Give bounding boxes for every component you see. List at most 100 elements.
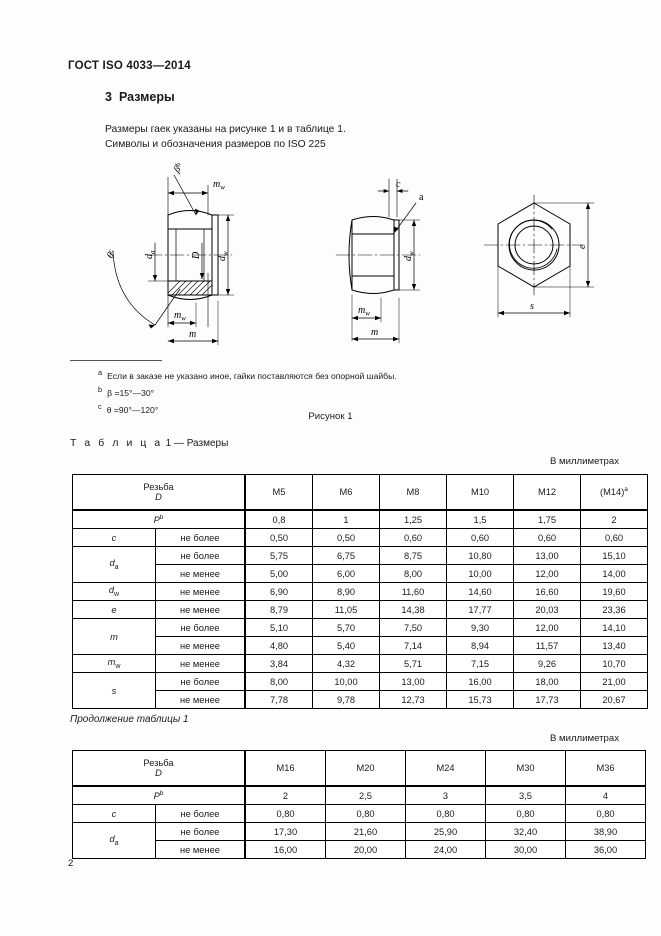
cell: 18,00 — [513, 672, 581, 691]
cell: 9,26 — [513, 654, 581, 673]
label-e: e — [577, 244, 588, 249]
cell: 14,10 — [580, 618, 648, 637]
cell: 13,40 — [580, 636, 648, 655]
symbol-p-note: b — [159, 789, 164, 797]
cell: 7,78 — [244, 690, 313, 709]
cell: 30,00 — [485, 840, 566, 859]
table-2-title: Продолжение таблицы 1 — [70, 714, 189, 725]
cell: 10,00 — [446, 564, 514, 583]
label-s: s — [530, 301, 534, 312]
cell: 3,84 — [244, 654, 313, 673]
table-1-row-s-label: s — [72, 672, 156, 709]
cell: 17,77 — [446, 600, 514, 619]
intro-paragraph: Размеры гаек указаны на рисунке 1 и в та… — [105, 123, 346, 152]
qualifier: не более — [155, 804, 246, 823]
cell: 0,50 — [244, 528, 313, 547]
cell: 0,50 — [312, 528, 380, 547]
qualifier: не более — [155, 528, 246, 547]
qualifier: не менее — [155, 600, 246, 619]
footnote-c-marker: c — [98, 402, 102, 412]
table-1-units: В миллиметрах — [549, 456, 619, 467]
table-2-header-thread-symbol: D — [155, 768, 162, 778]
cell: 19,60 — [580, 582, 648, 601]
label-D: D — [191, 251, 202, 260]
symbol-sub-a: a — [114, 839, 119, 847]
table-row: dw не менее 6,90 8,90 11,60 14,60 16,60 … — [72, 582, 648, 601]
cell: 0,80 — [405, 804, 486, 823]
table-2-col-m16: M16 — [244, 750, 326, 787]
table-2-header-row: Резьба D M16 M20 M24 M30 M36 — [72, 750, 646, 787]
symbol-p: P — [153, 515, 160, 526]
cell: 0,80 — [244, 804, 326, 823]
figure-caption: Рисунок 1 — [308, 411, 353, 422]
table-2-col-m36: M36 — [565, 750, 646, 787]
cell: 0,60 — [446, 528, 514, 547]
cell: 6,90 — [244, 582, 313, 601]
table-2-header-thread: Резьба D — [72, 750, 246, 787]
table-2-col-m30: M30 — [485, 750, 566, 787]
qualifier: не более — [155, 672, 246, 691]
table-row: s не более 8,00 10,00 13,00 16,00 18,00 … — [72, 672, 648, 709]
label-mw-bottom: mw — [174, 310, 186, 323]
table-2-units: В миллиметрах — [549, 733, 619, 744]
cell: 12,73 — [379, 690, 447, 709]
table-row: e не менее 8,79 11,05 14,38 17,77 20,03 … — [72, 600, 648, 619]
table-1-row-da-label: da — [72, 546, 156, 583]
table-row: da не более 5,75 6,75 8,75 10,80 13,00 1… — [72, 546, 648, 583]
table-1-title: Т а б л и ц а 1 — Размеры — [70, 438, 228, 449]
cell: 32,40 — [485, 822, 566, 841]
page-title: 3 Размеры — [105, 90, 175, 104]
table-row: не менее 7,78 9,78 12,73 15,73 17,73 20,… — [73, 690, 648, 709]
cell: 0,60 — [580, 528, 648, 547]
cell: 36,00 — [565, 840, 646, 859]
table-1-row-e-label: e — [72, 600, 156, 619]
view-2-elevation — [335, 178, 421, 344]
qualifier: не менее — [155, 840, 246, 859]
table-1-header-thread: Резьба D — [72, 474, 246, 511]
cell: 14,38 — [379, 600, 447, 619]
table-2-row-p-label: Pb — [72, 785, 246, 805]
qualifier: не более — [155, 618, 246, 637]
table-2-row-da-label: da — [72, 822, 156, 859]
table-1-col-m14: (M14)a — [580, 474, 648, 511]
section-number: 3 — [105, 90, 112, 104]
symbol-sub-w: w — [114, 590, 120, 598]
cell: 11,60 — [379, 582, 447, 601]
table-1-row-mw-label: mw — [72, 654, 156, 673]
cell: 10,80 — [446, 546, 514, 565]
cell: 0,60 — [513, 528, 581, 547]
cell: 4 — [565, 785, 646, 805]
symbol-sub-w: w — [115, 662, 121, 670]
section-heading-text: Размеры — [118, 90, 175, 104]
cell: 14,60 — [446, 582, 514, 601]
cell: 9,30 — [446, 618, 514, 637]
cell: 2 — [580, 509, 648, 529]
symbol-d: d — [109, 834, 115, 845]
qualifier: не менее — [155, 654, 246, 673]
label-m-view2: m — [371, 327, 378, 338]
cell: 7,15 — [446, 654, 514, 673]
view-1-section — [112, 174, 235, 346]
table-2: Резьба D M16 M20 M24 M30 M36 Pb 2 2,5 3 … — [72, 750, 646, 859]
view-3-end-view — [483, 194, 595, 318]
cell: 0,60 — [379, 528, 447, 547]
symbol-p-note: b — [159, 513, 164, 521]
footnote-a-text: Если в заказе не указано иное, гайки пос… — [107, 370, 397, 381]
cell: 4,32 — [312, 654, 380, 673]
label-m-view1: m — [189, 329, 196, 340]
table-1-col-m6: M6 — [312, 474, 380, 511]
page-number: 2 — [68, 858, 74, 869]
label-a-note: a — [419, 192, 424, 203]
label-dw-view2: dw — [403, 251, 416, 261]
cell: 10,70 — [580, 654, 648, 673]
cell: 8,00 — [244, 672, 313, 691]
table-2-row-c-label: c — [72, 804, 156, 823]
qualifier: не более — [155, 546, 246, 565]
cell: 11,57 — [513, 636, 581, 655]
label-mw-view2: mw — [358, 305, 370, 318]
cell: 5,00 — [244, 564, 313, 583]
figure-1: βb mw da D dw θc mw m c a dw mw m e s — [0, 155, 661, 355]
table-row: c не более 0,80 0,80 0,80 0,80 0,80 — [72, 804, 646, 823]
